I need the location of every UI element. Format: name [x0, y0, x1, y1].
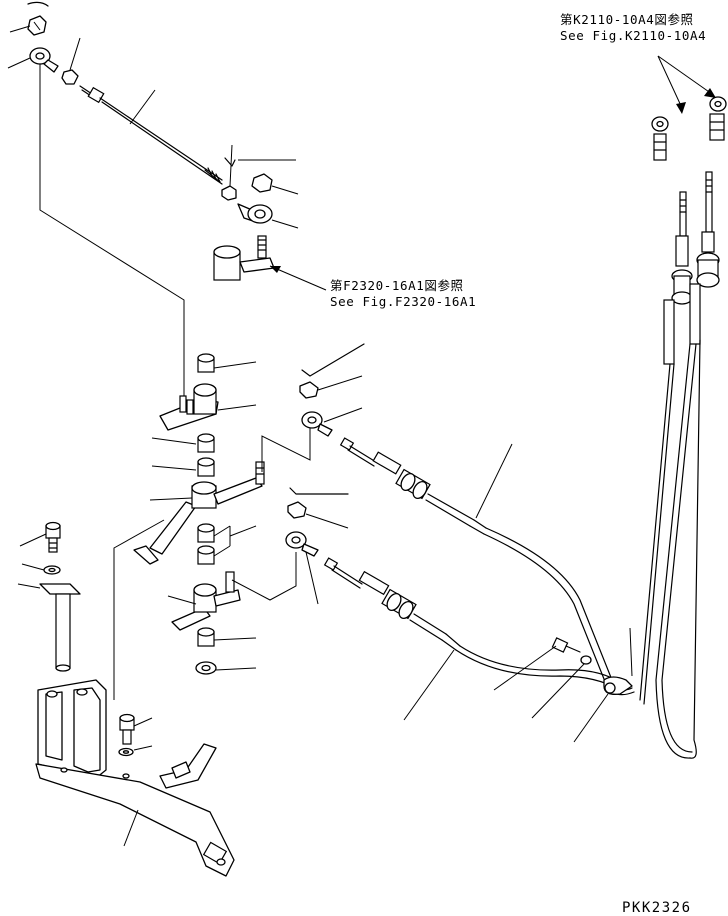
bracket-bolt [118, 713, 153, 757]
assembly-connector-line [39, 64, 185, 398]
cable1-rod-end [301, 411, 333, 437]
lever-stack [113, 353, 311, 700]
bushing-3 [197, 457, 215, 477]
bushing-6 [197, 627, 215, 647]
lever-upper [159, 383, 219, 431]
drawing-code: PKK2326 [622, 900, 692, 916]
rod-end-ball [237, 203, 273, 224]
cable2-rod-end [285, 531, 319, 557]
adjust-rod [79, 85, 223, 185]
ref-k2110-jp: 第K2110-10A4図参照 [560, 12, 694, 27]
cable-clamp [551, 627, 633, 695]
lever-lower [171, 571, 241, 631]
pin-plate [17, 583, 81, 672]
control-cable-2 [323, 557, 623, 691]
cable-right-b [655, 96, 727, 759]
bushing-4 [197, 523, 215, 543]
ref-f2320-jp: 第F2320-16A1図参照 [330, 278, 464, 293]
control-cable-1 [339, 437, 635, 696]
mid-top-hardware [221, 144, 299, 229]
upper-rod-assembly [7, 1, 223, 185]
rod-end-eye [29, 47, 59, 73]
cable1-hardware [299, 343, 365, 437]
nut-upper-left [27, 15, 47, 36]
lock-nut [61, 69, 79, 85]
bushing-1 [197, 353, 215, 373]
bushing-5 [197, 545, 215, 565]
bellcrank-part [213, 235, 275, 281]
ref-k2110-en: See Fig.K2110-10A4 [560, 28, 706, 43]
washer-lower [195, 661, 217, 675]
base-bracket [35, 679, 235, 877]
bushing-2 [197, 433, 215, 453]
cable2-hardware [285, 487, 349, 605]
left-bolt [19, 521, 61, 575]
ref-f2320-leader [269, 265, 327, 291]
ref-label-f2320: 第F2320-16A1図参照 See Fig.F2320-16A1 [330, 278, 476, 309]
cable-right-a [639, 116, 693, 705]
lever-main [133, 461, 265, 565]
ref-label-k2110: 第K2110-10A4図参照 See Fig.K2110-10A4 [560, 12, 706, 43]
ref-k2110-arrows [657, 55, 716, 114]
ref-f2320-en: See Fig.F2320-16A1 [330, 294, 476, 309]
